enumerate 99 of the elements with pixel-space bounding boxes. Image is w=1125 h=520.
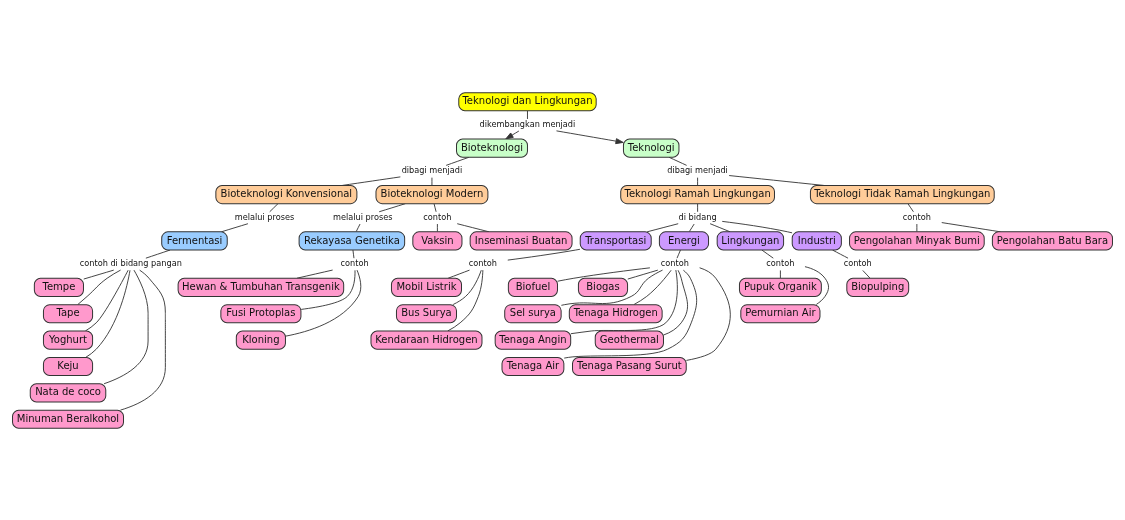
node-box: Yoghurt: [42, 330, 94, 350]
connector: [84, 269, 129, 331]
node-box: Vaksin: [412, 230, 463, 251]
node-box: Pengolahan Minyak Bumi: [849, 230, 985, 251]
node-box: Tempe: [33, 277, 84, 297]
node-box: Tenaga Air: [501, 356, 565, 376]
connector: [832, 249, 849, 259]
node-box: Tenaga Pasang Surut: [572, 356, 687, 376]
connector: [697, 176, 699, 186]
connector: [285, 269, 362, 337]
connector: [447, 269, 484, 331]
connector: [77, 269, 122, 305]
node-box: Lingkungan: [716, 230, 785, 251]
connector: [563, 269, 698, 359]
node-box: Kendaraan Hidrogen: [370, 330, 483, 350]
connector: [557, 266, 651, 282]
node-box: Teknologi Tidak Ramah Lingkungan: [809, 184, 995, 204]
connector: [804, 265, 829, 305]
node-box: Energi: [658, 230, 710, 251]
connector: [862, 269, 871, 278]
connector: [646, 222, 679, 232]
connector: [761, 249, 774, 259]
node-box: Teknologi Ramah Lingkungan: [620, 184, 775, 204]
node-text: contoh di bidang pangan: [79, 257, 182, 268]
node-box: Bioteknologi Konvensional: [215, 184, 358, 204]
connector: [907, 202, 914, 212]
connector: [220, 222, 249, 232]
node-box: Fermentasi: [161, 230, 228, 251]
node-box: Sel surya: [504, 303, 562, 323]
node-text: dibagi menjadi: [401, 164, 463, 175]
node-box: Keju: [42, 356, 94, 376]
arrow: [556, 129, 624, 144]
node-text: dikembangkan menjadi: [479, 118, 576, 129]
connector: [436, 223, 438, 232]
node-text: dibagi menjadi: [667, 164, 728, 175]
node-box: Geothermal: [594, 330, 664, 350]
node-text: melalui proses: [234, 211, 295, 222]
node-box: Minuman Beralkohol: [12, 409, 124, 429]
arrow: [505, 130, 520, 139]
connector: [378, 202, 406, 212]
connector: [352, 249, 355, 259]
connector: [119, 269, 166, 411]
connector: [697, 202, 699, 212]
connector: [269, 202, 279, 212]
connector: [916, 223, 918, 232]
node-box: Teknologi dan Lingkungan: [458, 91, 597, 111]
node-box: Teknologi: [622, 138, 680, 158]
connector: [355, 223, 361, 232]
node-box: Pemurnian Air: [740, 303, 821, 323]
connector: [685, 266, 731, 361]
connector: [452, 269, 482, 305]
connector: [103, 269, 149, 384]
node-text: contoh: [468, 257, 497, 268]
node-text: contoh: [902, 211, 931, 222]
node-box: Biofuel: [507, 277, 558, 297]
connector: [663, 269, 688, 335]
node-box: Kloning: [235, 330, 286, 350]
connector: [627, 269, 659, 279]
node-box: Bioteknologi: [456, 138, 528, 158]
node-box: Mobil Listrik: [390, 277, 462, 297]
node-box: Bioteknologi Modern: [375, 184, 489, 204]
node-box: Hewan & Tumbuhan Transgenik: [177, 277, 345, 297]
connector: [779, 269, 781, 278]
node-box: Tenaga Hidrogen: [568, 303, 663, 323]
node-box: Rekayasa Genetika: [298, 230, 406, 251]
node-box: Transportasi: [579, 230, 652, 251]
connector: [721, 220, 793, 233]
node-box: Biopulping: [846, 277, 910, 297]
node-box: Inseminasi Buatan: [469, 230, 573, 251]
node-box: Tenaga Angin: [494, 330, 572, 350]
connector: [688, 223, 695, 232]
connector: [633, 269, 672, 305]
node-text: contoh: [766, 257, 795, 268]
node-text: melalui proses: [333, 211, 393, 222]
connector: [560, 269, 663, 306]
connector: [145, 249, 171, 259]
node-box: Tape: [42, 303, 94, 323]
node-box: Nata de coco: [29, 382, 107, 402]
node-box: Biogas: [577, 277, 629, 297]
connector: [433, 202, 437, 212]
node-text: contoh: [340, 257, 369, 268]
node-box: Pupuk Organik: [738, 277, 822, 297]
connector: [85, 269, 131, 358]
connector: [431, 176, 433, 186]
connector: [676, 249, 681, 259]
node-box: Fusi Protoplas: [220, 303, 302, 323]
node-text: contoh: [423, 211, 452, 222]
node-box: Bus Surya: [395, 303, 457, 323]
node-box: Industri: [791, 230, 842, 251]
node-box: Pengolahan Batu Bara: [991, 230, 1113, 251]
connector: [445, 156, 470, 166]
node-text: di bidang: [678, 211, 717, 222]
node-text: contoh: [660, 257, 689, 268]
connector: [300, 269, 356, 310]
connector: [668, 156, 688, 166]
node-text: contoh: [843, 257, 872, 268]
connector: [527, 109, 528, 119]
connector: [507, 248, 581, 261]
connector: [83, 269, 115, 279]
